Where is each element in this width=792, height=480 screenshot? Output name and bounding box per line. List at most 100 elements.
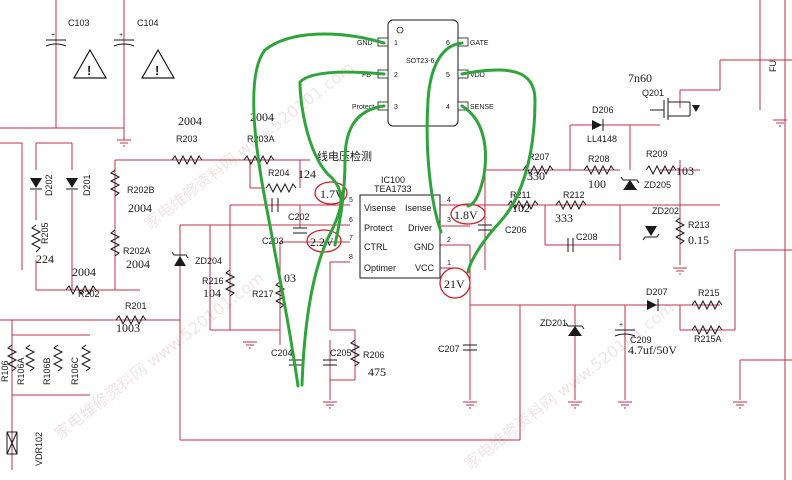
sot-pin-vdd: VDD xyxy=(470,72,485,79)
r209-value: 103 xyxy=(676,164,694,178)
c205-label: C205 xyxy=(330,348,352,358)
resistor-r213: R213 0.15 xyxy=(674,217,710,247)
r217-label: R217 xyxy=(252,289,274,299)
capacitor-c104: + C104 xyxy=(113,18,159,47)
ic100-pin-optimer: Optimer xyxy=(364,263,396,273)
ic100-pin-isense: Isense xyxy=(405,203,432,213)
sot-num-3: 3 xyxy=(394,104,398,111)
r213-label: R213 xyxy=(688,220,710,230)
ic100-num-3: 3 xyxy=(447,217,451,224)
r202b-label: R202B xyxy=(127,185,155,195)
r201-label: R201 xyxy=(125,301,147,311)
r202-value: 2004 xyxy=(72,265,96,279)
resistor-r203: R203 2004 xyxy=(171,114,203,166)
diode-d201: D201 xyxy=(66,174,92,196)
sot-num-4: 4 xyxy=(446,104,450,111)
c207-label: C207 xyxy=(438,344,460,354)
capacitor-c207: C207 xyxy=(438,344,477,354)
r209-label: R209 xyxy=(646,149,668,159)
svg-text:!: ! xyxy=(155,63,159,78)
sot-num-2: 2 xyxy=(394,72,398,79)
measurement-vcc: 21V xyxy=(439,267,471,299)
resistor-r206: R206 475 xyxy=(349,339,386,379)
r213-value: 0.15 xyxy=(688,233,709,247)
svg-text:+: + xyxy=(119,32,123,39)
d202-label: D202 xyxy=(44,174,54,196)
capacitor-c205: C205 xyxy=(323,348,352,366)
resistor-r106c: R106C xyxy=(70,344,92,385)
capacitor-c209: + C209 4.7uf/50V xyxy=(614,322,677,357)
zener-zd205: ZD205 xyxy=(620,176,671,190)
warning-icon: ! xyxy=(72,48,108,79)
r216-value: 104 xyxy=(203,286,221,300)
r204-value: 124 xyxy=(298,167,316,181)
r212-label: R212 xyxy=(563,190,585,200)
ic100-num-4: 4 xyxy=(447,197,451,204)
resistor-r208: R208 100 xyxy=(583,154,615,191)
r106a-label: R106A xyxy=(16,357,26,385)
r202a-label: R202A xyxy=(123,246,151,256)
r205-value: 224 xyxy=(36,252,54,266)
measurement-driver: 1.8V xyxy=(450,203,486,225)
zd205-label: ZD205 xyxy=(644,180,671,190)
ic100-pin-vcc: VCC xyxy=(415,263,435,273)
c202-label: C202 xyxy=(288,212,310,222)
resistor-r217: R217 03 xyxy=(252,271,296,309)
ic100-pin-gnd: GND xyxy=(414,242,435,252)
resistor-r106b: R106B xyxy=(42,344,64,385)
resistor-r202b: R202B 2004 xyxy=(109,169,155,215)
d206-label: D206 xyxy=(592,105,614,115)
zd201-label: ZD201 xyxy=(540,318,567,328)
zd202-label: ZD202 xyxy=(652,206,679,216)
voltage-driver-label: 1.8V xyxy=(454,208,478,222)
ic100-num-7: 7 xyxy=(349,235,353,242)
edge-fu-label: FU xyxy=(768,60,778,72)
sot-num-6: 6 xyxy=(446,40,450,47)
ic100-pin-driver: Driver xyxy=(408,223,432,233)
r201-value: 1003 xyxy=(116,321,140,335)
ic100-num-1: 1 xyxy=(447,260,451,267)
c204-label: C204 xyxy=(271,348,293,358)
sot-num-5: 5 xyxy=(446,72,450,79)
resistor-r215: R215 xyxy=(691,288,723,311)
ic100-num-6: 6 xyxy=(349,217,353,224)
capacitor-c206: C206 xyxy=(478,224,527,235)
sot-pin-sense: SENSE xyxy=(470,104,494,111)
watermark-1: 家电维修资料网 www.520101.com xyxy=(141,58,358,233)
zener-zd204: ZD204 xyxy=(171,251,222,266)
c103-label: C103 xyxy=(68,18,90,28)
sot-pin-gnd: GND xyxy=(357,40,373,47)
r212-value: 333 xyxy=(555,211,573,225)
sot-package-label: SOT23-6 xyxy=(406,58,435,65)
r208-value: 100 xyxy=(588,177,606,191)
resistor-r201: R201 1003 xyxy=(115,301,147,335)
capacitor-c103: + C103 xyxy=(45,18,90,47)
resistor-r202: R202 2004 xyxy=(65,265,100,299)
capacitor-c208: C208 xyxy=(567,232,598,252)
ic100-pin-visense: Visense xyxy=(364,203,396,213)
r217-value: 03 xyxy=(284,271,296,285)
r206-label: R206 xyxy=(363,350,385,360)
q201-label: Q201 xyxy=(642,88,664,98)
svg-text:+: + xyxy=(619,322,623,329)
r204-label: R204 xyxy=(268,168,290,178)
c104-label: C104 xyxy=(137,18,159,28)
ic100-num-2: 2 xyxy=(447,237,451,244)
q201-part: 7n60 xyxy=(628,71,652,85)
sot-pin-gate: GATE xyxy=(470,40,489,47)
resistor-r209: R209 103 xyxy=(645,149,694,178)
sot-pin-fb: FB xyxy=(362,72,371,79)
svg-text:!: ! xyxy=(87,63,91,78)
watermark-2: 家电维修资料网 www.520101.com xyxy=(461,298,678,473)
capacitor-c202: C202 xyxy=(271,198,310,222)
capacitor-c204: C204 xyxy=(271,348,303,366)
resistor-r204: R204 124 xyxy=(265,167,316,194)
r106b-label: R106B xyxy=(42,357,52,385)
capacitor-c203: C203 xyxy=(262,227,307,246)
r106-label: R106 xyxy=(0,360,10,382)
r203a-value: 2004 xyxy=(250,110,274,124)
ground-symbols xyxy=(117,119,787,409)
